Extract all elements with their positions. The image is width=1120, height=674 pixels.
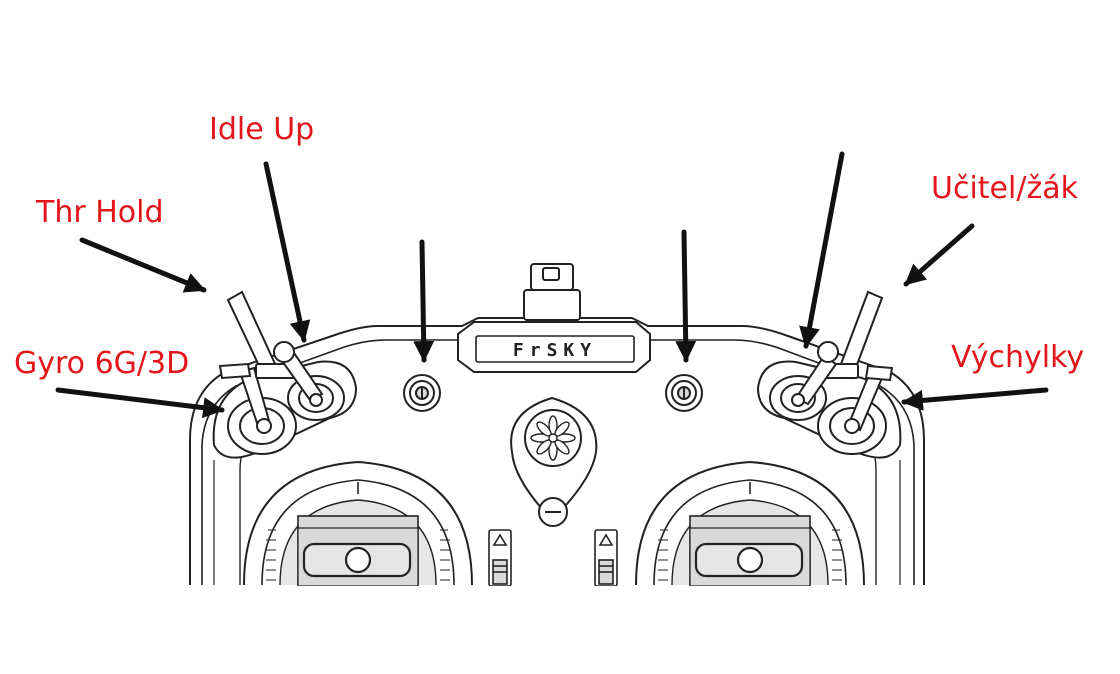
- left-pot: [403, 374, 441, 412]
- left-gimbal: [243, 460, 473, 587]
- right-gimbal: [635, 460, 865, 587]
- brand-plate: FrSKY: [457, 321, 651, 373]
- bottom-crop: [0, 586, 1120, 669]
- arrow-icon-vychylky: [901, 387, 1049, 411]
- label-gyro: Gyro 6G/3D: [14, 346, 190, 381]
- arrow-icon-thr-hold: [79, 237, 207, 293]
- arrow-icon-ucitel: [903, 223, 975, 287]
- label-idle-up: Idle Up: [209, 112, 315, 147]
- left-switch-cluster: [212, 360, 358, 459]
- right-pot: [665, 374, 703, 412]
- arrow-icon-left-pot: [413, 239, 435, 363]
- arrow-icon-idle-up: [263, 161, 311, 343]
- gyro-switch: [218, 362, 272, 434]
- thr-hold-switch: [226, 290, 297, 379]
- brand-logo-text: FrSKY: [513, 340, 597, 361]
- vychylky-switch: [844, 364, 894, 434]
- left-trim-slider: [488, 529, 512, 587]
- label-thr-hold: Thr Hold: [36, 195, 164, 230]
- idle-up-switch: [273, 341, 324, 407]
- label-vychylky: Výchylky: [951, 340, 1085, 375]
- arrow-icon-right-front-switch: [799, 151, 845, 349]
- right-front-switch: [791, 341, 839, 407]
- arrow-icon-right-pot: [675, 229, 697, 363]
- antenna-mount: [523, 263, 581, 321]
- right-trim-slider: [594, 529, 618, 587]
- label-ucitel-zak: Učitel/žák: [931, 171, 1078, 206]
- arrow-icon-gyro: [55, 387, 225, 419]
- center-nav-button: [510, 396, 598, 527]
